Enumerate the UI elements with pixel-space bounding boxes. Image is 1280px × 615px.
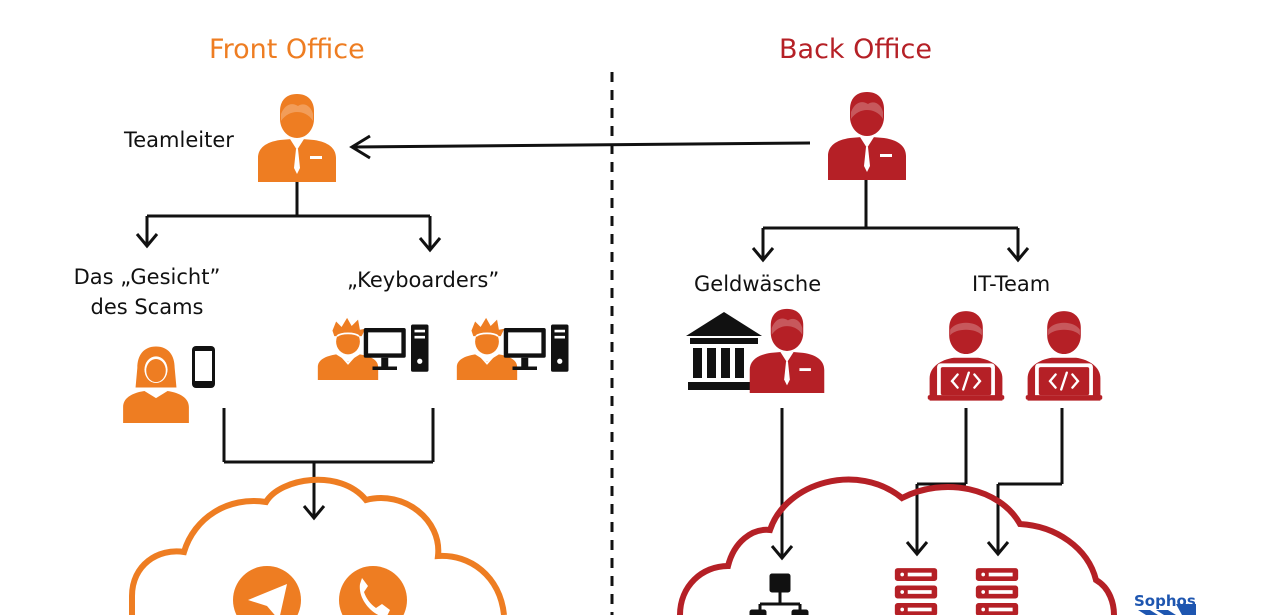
back-office-tree <box>751 180 1030 263</box>
telegram-icon <box>233 566 301 615</box>
teamleiter-label: Teamleiter <box>124 128 234 152</box>
back-cloud-icon <box>677 476 1117 615</box>
teamleader-person-icon <box>258 94 336 182</box>
woman-person-icon <box>123 346 189 423</box>
back-office-lines <box>770 408 1064 561</box>
bank-icon <box>686 312 762 390</box>
report-arrow <box>349 134 811 160</box>
keyboarders-label: „Keyboarders” <box>347 268 500 292</box>
back-office-title: Back Office <box>779 34 932 65</box>
sophos-logo-mark <box>1138 604 1196 615</box>
face-of-scam-label-line2: des Scams <box>90 295 204 319</box>
server-1-icon <box>894 568 938 615</box>
network-icon <box>749 573 809 615</box>
launderer-person-icon <box>749 308 825 393</box>
smartphone-icon <box>192 346 215 388</box>
it-coder-2-icon <box>1024 309 1104 402</box>
server-2-icon <box>975 568 1019 615</box>
face-of-scam-label-line1: Das „Gesicht” <box>73 265 221 289</box>
it-team-label: IT-Team <box>972 272 1051 296</box>
phone-icon <box>339 566 407 615</box>
front-office-tree <box>135 182 442 253</box>
back-office-leader-person-icon <box>828 92 906 180</box>
front-cloud-icon <box>129 476 507 615</box>
front-office-title: Front Office <box>209 34 365 65</box>
front-office-merge-lines <box>222 408 435 521</box>
it-coder-1-icon <box>926 309 1006 402</box>
geldwaesche-label: Geldwäsche <box>694 272 822 296</box>
